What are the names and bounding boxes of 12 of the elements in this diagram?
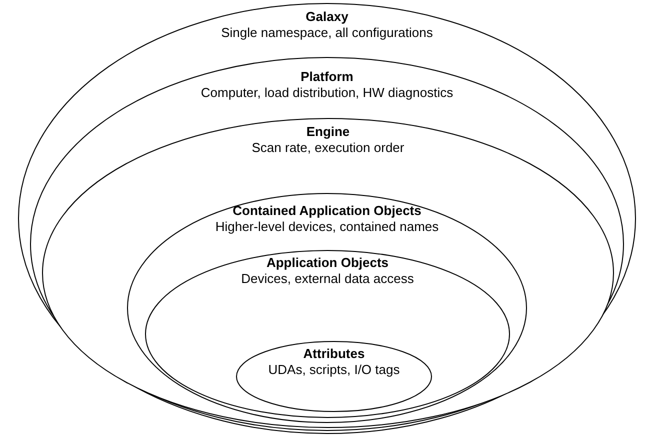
layer-description: Scan rate, execution order xyxy=(252,140,404,156)
layer-description: UDAs, scripts, I/O tags xyxy=(268,362,400,378)
layer-description: Single namespace, all configurations xyxy=(221,25,433,41)
layer-title: Contained Application Objects xyxy=(232,203,422,219)
layer-title: Engine xyxy=(306,124,350,140)
layer-description: Computer, load distribution, HW diagnostics xyxy=(200,85,454,101)
layer-description: Higher-level devices, contained names xyxy=(215,219,439,235)
layer-title: Attributes xyxy=(303,346,365,362)
layer-title: Galaxy xyxy=(306,9,348,25)
layer-description: Devices, external data access xyxy=(241,271,414,287)
layer-title: Platform xyxy=(300,69,354,85)
layer-title: Application Objects xyxy=(266,255,389,271)
